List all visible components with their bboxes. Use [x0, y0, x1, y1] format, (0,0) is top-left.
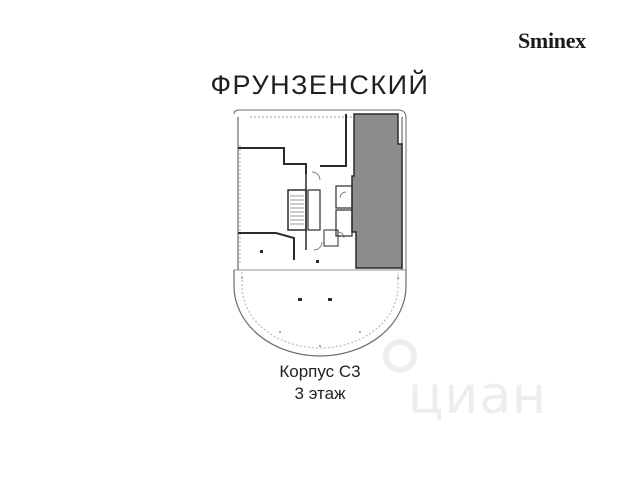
glazing-posts — [240, 276, 400, 348]
columns — [260, 250, 332, 301]
stair-core — [287, 189, 307, 231]
outer-shell — [233, 109, 407, 272]
door-swing-2 — [313, 241, 323, 251]
service-room-a — [335, 185, 353, 209]
brand-logo: Sminex — [518, 28, 586, 53]
floor-label: 3 этаж — [294, 384, 346, 403]
highlighted-unit — [351, 113, 403, 269]
elevator-shaft — [307, 189, 321, 231]
floor-plan — [233, 109, 407, 357]
building-label: Корпус С3 — [279, 362, 361, 381]
lower-hall-glazing — [241, 272, 399, 349]
small-room — [323, 229, 339, 247]
door-swing-4 — [339, 191, 347, 199]
wall-left-upper — [238, 147, 307, 174]
wall-left-mid — [238, 232, 295, 260]
lower-hall-outer — [233, 270, 407, 357]
door-swing-1 — [311, 171, 321, 181]
wall-center-top — [320, 114, 347, 167]
project-title: ФРУНЗЕНСКИЙ — [210, 70, 430, 100]
stair-treads — [290, 195, 304, 225]
door-swing-3 — [337, 231, 345, 239]
